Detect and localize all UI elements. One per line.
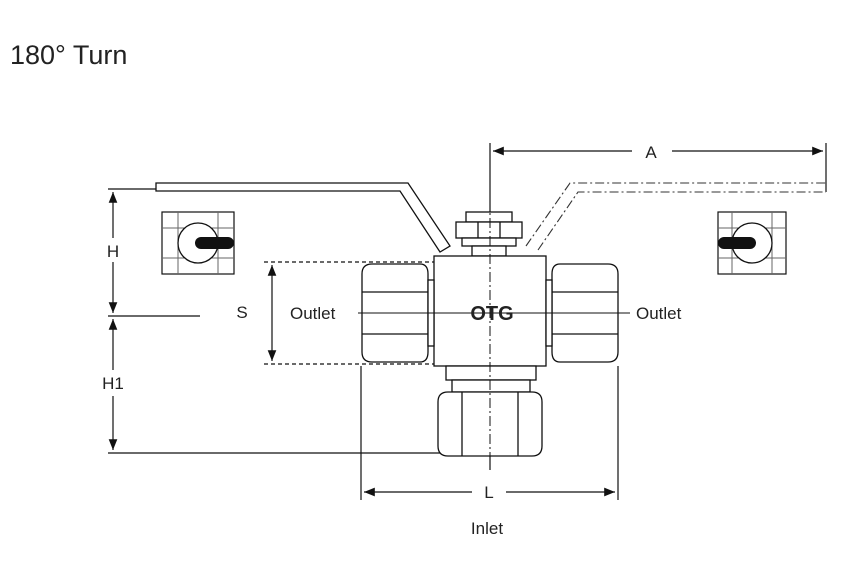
dim-s-label: S <box>236 303 247 322</box>
inlet-label: Inlet <box>471 519 503 538</box>
inlet-nut <box>437 365 543 457</box>
stem-nut <box>455 211 523 257</box>
dimension-l <box>360 366 619 500</box>
outlet-left-label: Outlet <box>290 304 336 323</box>
port-indicator-right-icon <box>717 211 787 275</box>
dimension-h <box>108 188 440 454</box>
outlet-right-label: Outlet <box>636 304 682 323</box>
dim-a-label: A <box>645 143 657 162</box>
dim-h1-label: H1 <box>102 374 124 393</box>
centerlines <box>358 200 630 470</box>
diagram-title: 180° Turn <box>10 40 128 70</box>
handle-phantom <box>525 182 826 251</box>
port-indicator-left-icon <box>161 211 235 275</box>
handle-lever <box>155 182 451 253</box>
dim-h-label: H <box>107 242 119 261</box>
dim-l-label: L <box>484 483 493 502</box>
brand-label: OTG <box>470 303 513 325</box>
dimension-s <box>264 261 436 365</box>
